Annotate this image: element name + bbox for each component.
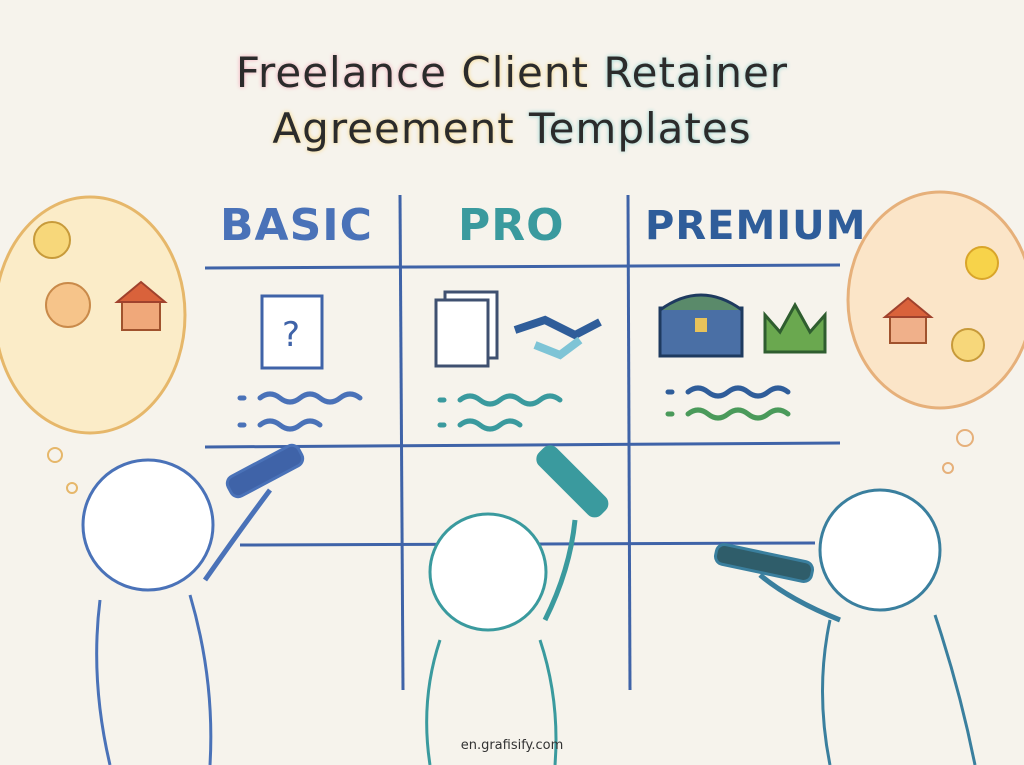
column-header-basic: BASIC [220,200,373,251]
documents-icon [434,290,499,368]
figure-middle [425,445,609,765]
crayon-icon [225,443,305,499]
house-icon [882,296,934,344]
figure-right [713,488,977,765]
house-icon [114,280,168,331]
smiley-icon [45,282,91,328]
left-thought-cloud [0,195,187,494]
svg-text:?: ? [282,315,300,355]
feature-scribbles [237,385,791,432]
question-document-icon: ? [260,294,324,370]
smiley-icon [951,328,985,362]
title-word: Client [461,48,589,97]
title-line-2: Agreement Templates [0,104,1024,153]
handshake-icon [513,315,602,360]
crayon-icon [713,543,815,583]
right-thought-cloud [846,190,1024,474]
crown-icon [763,301,827,354]
smiley-icon [33,221,71,259]
title-word: Retainer [603,48,789,97]
sun-icon [965,246,999,280]
watermark: en.grafisify.com [460,738,564,753]
title-word: Agreement [272,104,515,153]
title-line-1: Freelance Client Retainer [0,48,1024,97]
figure-left [81,443,305,765]
title-word: Freelance [235,48,448,97]
crayon-icon [536,445,609,518]
column-header-premium: PREMIUM [645,203,867,249]
title-word: Templates [529,104,752,153]
column-header-pro: PRO [458,200,565,251]
treasure-chest-icon [658,293,744,358]
